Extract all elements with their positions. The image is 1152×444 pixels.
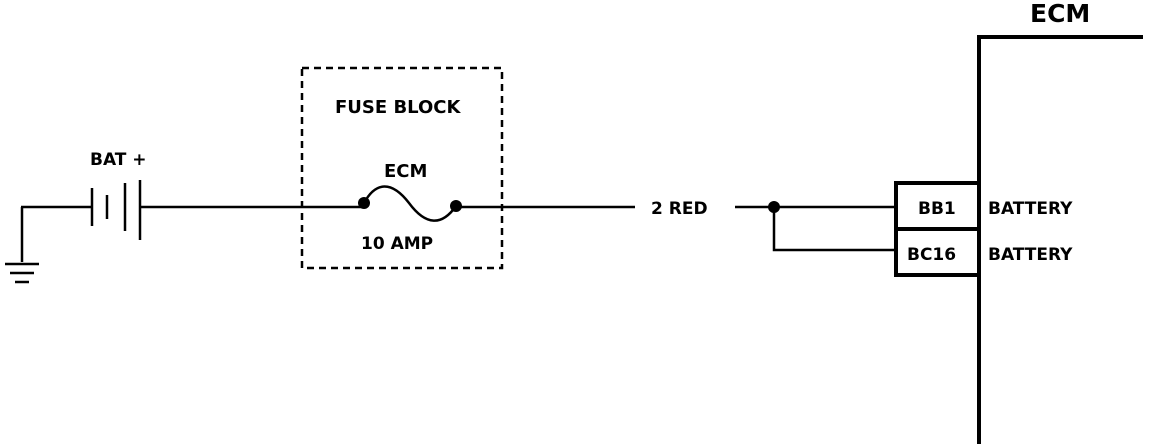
- ecm-module-outline: [977, 35, 1143, 444]
- wire-color-label: 2 RED: [651, 199, 708, 219]
- terminal-box-bc16: [894, 227, 981, 277]
- terminal-function-bb1: BATTERY: [988, 199, 1073, 219]
- terminal-function-bc16: BATTERY: [988, 245, 1073, 265]
- ground-icon: [5, 207, 39, 284]
- ecm-module-label: ECM: [1030, 0, 1090, 28]
- fuse-icon: [358, 185, 462, 222]
- battery-icon: [90, 180, 142, 240]
- fuse-name-label: ECM: [384, 161, 427, 182]
- splice-to-bc16-wire: [772, 207, 896, 252]
- terminal-pin-bc16: BC16: [907, 245, 956, 265]
- terminal-pin-bb1: BB1: [918, 199, 956, 219]
- battery-label: BAT +: [90, 150, 147, 170]
- fuse-block-label: FUSE BLOCK: [335, 97, 461, 118]
- fuse-block-outline: [300, 66, 504, 270]
- fuse-rating-label: 10 AMP: [361, 234, 433, 254]
